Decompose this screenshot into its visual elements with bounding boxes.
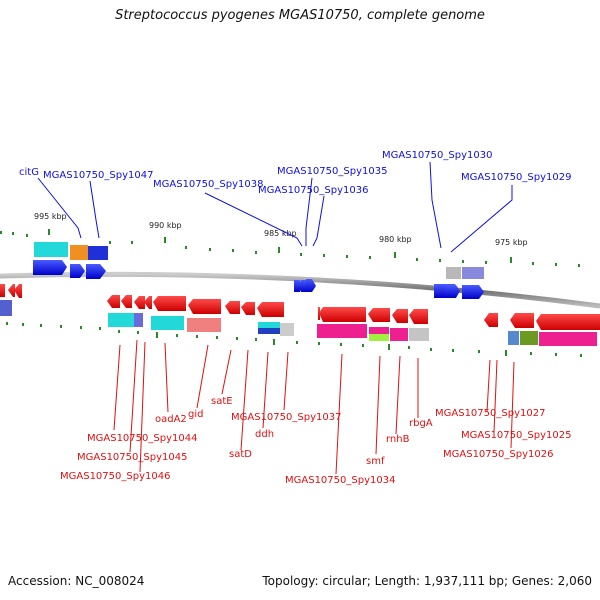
gene-label-spy1036[interactable]: MGAS10750_Spy1036 bbox=[258, 185, 368, 196]
gene-label-spy1030[interactable]: MGAS10750_Spy1030 bbox=[382, 150, 492, 161]
gene-label-smf[interactable]: smf bbox=[366, 456, 385, 467]
scale-label-985: 985 kbp bbox=[264, 229, 297, 238]
reverse-genes[interactable] bbox=[0, 284, 600, 330]
scale-label-990: 990 kbp bbox=[149, 221, 182, 230]
gene-label-citG[interactable]: citG bbox=[19, 167, 39, 178]
gene-label-spy1047[interactable]: MGAS10750_Spy1047 bbox=[43, 170, 153, 181]
gene-label-spy1044[interactable]: MGAS10750_Spy1044 bbox=[87, 433, 197, 444]
gene-label-spy1029[interactable]: MGAS10750_Spy1029 bbox=[461, 172, 571, 183]
gene-label-spy1026[interactable]: MGAS10750_Spy1026 bbox=[443, 449, 553, 460]
gene-label-spy1034[interactable]: MGAS10750_Spy1034 bbox=[285, 475, 395, 486]
outer-scale bbox=[0, 229, 580, 267]
gene-label-ddh[interactable]: ddh bbox=[255, 429, 274, 440]
gene-label-spy1046[interactable]: MGAS10750_Spy1046 bbox=[60, 471, 170, 482]
gene-label-spy1027[interactable]: MGAS10750_Spy1027 bbox=[435, 408, 545, 419]
gene-label-spy1035[interactable]: MGAS10750_Spy1035 bbox=[277, 166, 387, 177]
topology-text: Topology: circular; Length: 1,937,111 bp… bbox=[262, 574, 592, 588]
gene-label-spy1038[interactable]: MGAS10750_Spy1038 bbox=[153, 179, 263, 190]
gene-label-spy1037[interactable]: MGAS10750_Spy1037 bbox=[231, 412, 341, 423]
genome-backbone bbox=[0, 271, 600, 309]
gene-label-oadA2[interactable]: oadA2 bbox=[155, 414, 187, 425]
gene-label-satD[interactable]: satD bbox=[229, 449, 252, 460]
genome-title: Streptococcus pyogenes MGAS10750, comple… bbox=[115, 8, 485, 23]
bottom-leader-lines bbox=[113, 339, 515, 475]
gene-label-spy1045[interactable]: MGAS10750_Spy1045 bbox=[77, 452, 187, 463]
scale-label-995: 995 kbp bbox=[34, 212, 67, 221]
gene-label-gid[interactable]: gid bbox=[188, 409, 203, 420]
inner-scale bbox=[6, 322, 582, 357]
top-leader-lines bbox=[37, 161, 513, 253]
gene-label-satE[interactable]: satE bbox=[211, 396, 233, 407]
accession-text: Accession: NC_008024 bbox=[8, 574, 145, 588]
gene-label-rnhB[interactable]: rnhB bbox=[386, 434, 410, 445]
scale-label-975: 975 kbp bbox=[495, 238, 528, 247]
forward-feature-blocks bbox=[34, 242, 484, 279]
scale-label-980: 980 kbp bbox=[379, 235, 412, 244]
forward-genes[interactable] bbox=[33, 260, 484, 299]
gene-label-rbgA[interactable]: rbgA bbox=[409, 418, 433, 429]
gene-label-spy1025[interactable]: MGAS10750_Spy1025 bbox=[461, 430, 571, 441]
reverse-feature-blocks bbox=[0, 300, 597, 346]
